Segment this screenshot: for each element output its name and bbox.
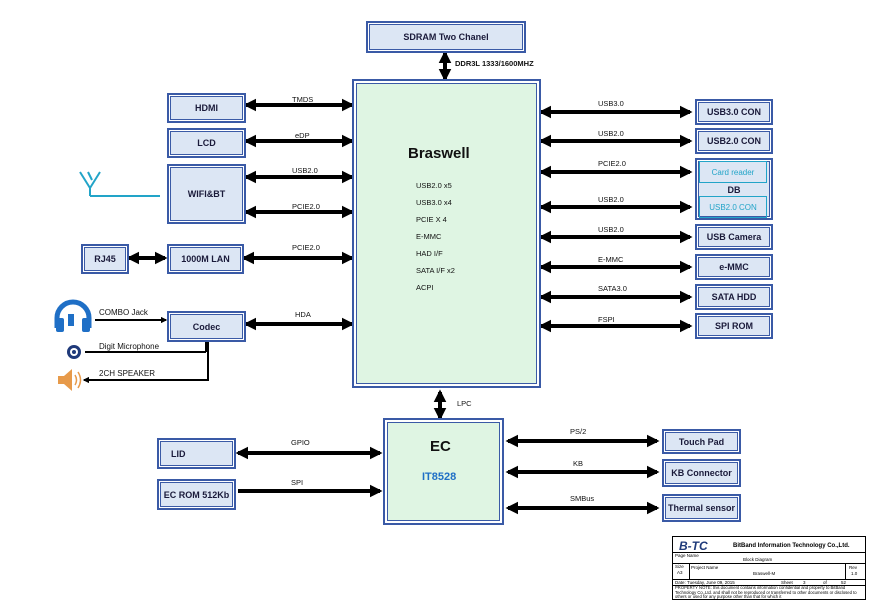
soc-feature: PCIE X 4 (416, 215, 447, 224)
page-name-value: Block Diagram (743, 557, 773, 562)
pcie-label: PCIE2.0 (598, 159, 626, 168)
headphone-icon (54, 299, 92, 332)
size-value: A3 (677, 570, 683, 575)
size-label: Size (675, 564, 684, 569)
soc-feature: USB3.0 x4 (416, 198, 452, 207)
ec-rom-block: EC ROM 512Kb (157, 479, 236, 510)
antenna-icon (79, 171, 160, 197)
usb3-con-block: USB3.0 CON (695, 99, 773, 125)
codec-block: Codec (167, 311, 246, 342)
project-label: Project Name (691, 565, 719, 570)
kb-bus-label: KB (573, 459, 584, 468)
ec-chip (383, 418, 504, 525)
lcd-block: LCD (167, 128, 246, 158)
wifi-usb-label: USB2.0 (292, 166, 318, 175)
hda-label: HDA (295, 310, 311, 319)
smbus-label: SMBus (570, 494, 595, 503)
db-board: DB (695, 158, 773, 220)
property-note: PROPERTY NOTE: this document contains in… (675, 586, 857, 600)
thermal-sensor-block: Thermal sensor (662, 494, 741, 522)
sheet-label: Sheet (781, 580, 793, 585)
camera-usb-label: USB2.0 (598, 225, 624, 234)
company-logo: B-TC (679, 539, 708, 553)
page-name-label: Page Name (675, 553, 699, 558)
ec-part: IT8528 (422, 471, 457, 483)
speaker-icon (58, 369, 82, 391)
hdmi-block: HDMI (167, 93, 246, 123)
usb2-con-block: USB2.0 CON (695, 128, 773, 154)
soc-feature: USB2.0 x5 (416, 181, 452, 190)
of-value: 52 (841, 580, 847, 585)
db-usb-con-block: USB2.0 CON (699, 196, 767, 218)
soc-title: Braswell (408, 145, 470, 162)
touch-pad-block: Touch Pad (662, 429, 741, 454)
lpc-label: LPC (457, 399, 472, 408)
soc-feature: E-MMC (416, 232, 442, 241)
db-label: DB (727, 185, 741, 195)
ec-title: EC (430, 438, 451, 455)
title-block: B-TC BitBand Information Technology Co.,… (672, 536, 866, 600)
card-reader-block: Card reader (699, 161, 767, 183)
soc-feature: HAD I/F (416, 249, 443, 258)
project-value: Braswell-M (753, 571, 776, 576)
lid-block: LID (157, 438, 236, 469)
soc-chip (352, 79, 541, 388)
date-value: Tuesday, June 09, 2015 (687, 580, 735, 585)
gpio-label: GPIO (291, 438, 310, 447)
tmds-label: TMDS (292, 95, 314, 104)
usb3-label: USB3.0 (598, 99, 624, 108)
wifi-bt-block: WIFI&BT (167, 164, 246, 224)
emmc-bus-label: E-MMC (598, 255, 624, 264)
sheet-value: 3 (803, 580, 806, 585)
sata-hdd-block: SATA HDD (695, 284, 773, 310)
sdram-block: SDRAM Two Chanel (366, 21, 526, 53)
microphone-icon (67, 345, 81, 359)
combo-jack-label: COMBO Jack (99, 308, 148, 317)
rev-value: 1.0 (851, 571, 858, 576)
sata-bus-label: SATA3.0 (598, 284, 627, 293)
soc-feature: ACPI (416, 283, 434, 292)
speaker-label: 2CH SPEAKER (99, 369, 156, 378)
db-usb-label: USB2.0 (598, 195, 624, 204)
wifi-pcie-label: PCIE2.0 (292, 202, 320, 211)
emmc-block: e-MMC (695, 254, 773, 280)
ps2-label: PS/2 (570, 427, 587, 436)
of-label: of (823, 580, 827, 585)
lan-block: 1000M LAN (167, 244, 244, 274)
soc-feature: SATA I/F x2 (416, 266, 455, 275)
ec-spi-label: SPI (291, 478, 304, 487)
usb-camera-block: USB Camera (695, 224, 773, 250)
edp-label: eDP (295, 131, 310, 140)
company-name: BitBand Information Technology Co.,Ltd. (733, 543, 850, 549)
date-label: Date: (675, 580, 686, 585)
wire-speaker (82, 342, 209, 384)
mic-label: Digit Microphone (99, 342, 160, 351)
rj45-block: RJ45 (81, 244, 129, 274)
lan-pcie-label: PCIE2.0 (292, 243, 320, 252)
kb-connector-block: KB Connector (662, 459, 741, 487)
rev-label: Rev (849, 565, 858, 570)
spi-rom-block: SPI ROM (695, 313, 773, 339)
ddr-bus-label: DDR3L 1333/1600MHZ (455, 59, 534, 68)
fspi-label: FSPI (598, 315, 615, 324)
usb2-label: USB2.0 (598, 129, 624, 138)
